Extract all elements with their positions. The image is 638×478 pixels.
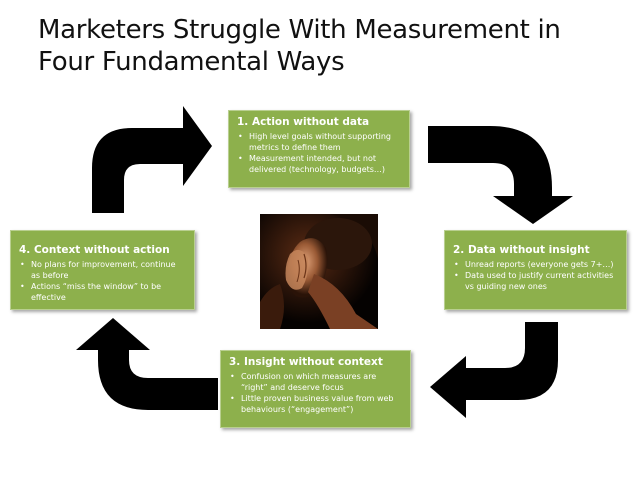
stage-heading: 3. Insight without context: [229, 356, 383, 368]
bullet-text: Actions “miss the window” to be effectiv…: [31, 282, 162, 302]
bullet-text: Confusion on which measures are “right” …: [241, 372, 377, 392]
stage-bullet-list: •High level goals without supporting met…: [237, 131, 402, 175]
bullet-text: Data used to justify current activities …: [465, 271, 614, 291]
arrow-left-up-icon: [76, 318, 218, 410]
stage-bullet: •High level goals without supporting met…: [238, 132, 392, 152]
arrow-right-down-icon: [428, 126, 573, 224]
stage-box-action-without-data: 1. Action without data •High level goals…: [228, 110, 410, 188]
stage-bullet: •Actions “miss the window” to be effecti…: [20, 282, 162, 302]
bullet-text: Measurement intended, but not delivered …: [249, 154, 386, 174]
slide-title: Marketers Struggle With Measurement in F…: [38, 15, 561, 77]
stage-heading: 4. Context without action: [19, 244, 170, 256]
bullet-text: High level goals without supporting metr…: [249, 132, 392, 152]
stage-box-data-without-insight: 2. Data without insight •Unread reports …: [444, 230, 627, 310]
arrow-down-left-icon: [430, 322, 558, 418]
praying-hands-photo: [260, 214, 378, 329]
stage-heading: 2. Data without insight: [453, 244, 590, 256]
stage-bullet-list: •Confusion on which measures are “right”…: [229, 371, 403, 415]
stage-bullet: •Little proven business value from web b…: [230, 394, 394, 414]
stage-bullet: •No plans for improvement, continue as b…: [20, 260, 176, 280]
stage-bullet-list: •No plans for improvement, continue as b…: [19, 259, 187, 303]
stage-bullet: •Data used to justify current activities…: [454, 271, 614, 291]
stage-bullet: •Unread reports (everyone gets 7+…): [454, 260, 614, 269]
stage-bullet: •Confusion on which measures are “right”…: [230, 372, 377, 392]
stage-box-context-without-action: 4. Context without action •No plans for …: [10, 230, 195, 310]
bullet-text: No plans for improvement, continue as be…: [31, 260, 176, 280]
stage-bullet-list: •Unread reports (everyone gets 7+…) •Dat…: [453, 259, 619, 292]
stage-bullet: •Measurement intended, but not delivered…: [238, 154, 386, 174]
bullet-text: Little proven business value from web be…: [241, 394, 394, 414]
arrow-up-right-icon: [92, 106, 212, 213]
stage-heading: 1. Action without data: [237, 116, 370, 128]
stage-box-insight-without-context: 3. Insight without context •Confusion on…: [220, 350, 411, 428]
bullet-text: Unread reports (everyone gets 7+…): [465, 260, 614, 269]
